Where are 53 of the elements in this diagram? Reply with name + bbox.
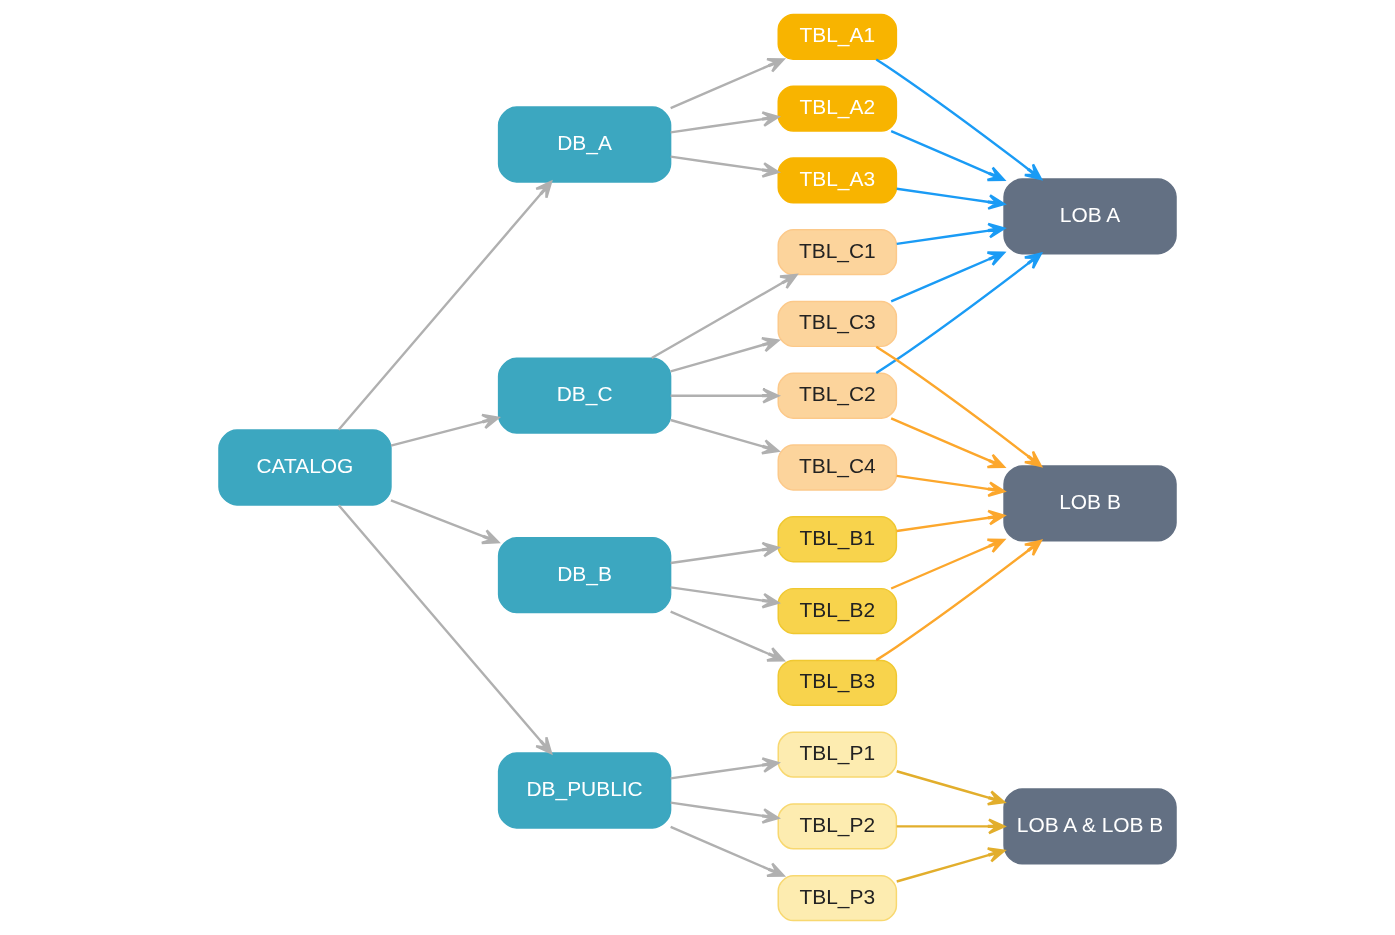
node-box: TBL_A2: [777, 85, 898, 132]
node-box: TBL_P2: [777, 803, 898, 850]
node-box: LOB A: [1003, 178, 1177, 255]
node-box: TBL_C3: [777, 300, 898, 348]
arrow: [890, 251, 1006, 303]
node-box: TBL_P1: [777, 731, 898, 778]
arrow: [896, 770, 1006, 806]
node-box: TBL_B1: [777, 516, 898, 563]
node-box: TBL_A3: [777, 157, 898, 204]
arrow: [896, 222, 1006, 246]
node-box: TBL_P3: [777, 875, 898, 922]
node-box: TBL_B2: [777, 587, 898, 635]
arrow: [337, 504, 553, 755]
arrow: [670, 111, 780, 134]
arrow: [670, 586, 780, 609]
node-box: TBL_C4: [777, 444, 898, 491]
node-box: TBL_C2: [777, 372, 898, 419]
arrow: [651, 273, 798, 360]
arrow: [890, 130, 1006, 182]
arrow: [670, 757, 780, 780]
arrow: [670, 387, 780, 404]
arrow: [890, 417, 1006, 469]
node-box: DB_C: [497, 357, 672, 434]
node-box: LOB A & LOB B: [1003, 788, 1177, 865]
arrow: [337, 180, 553, 431]
arrow: [896, 847, 1006, 883]
arrow: [875, 252, 1042, 374]
arrow: [670, 825, 785, 878]
arrow: [875, 58, 1042, 181]
arrow: [670, 155, 780, 178]
arrow: [670, 337, 780, 373]
arrow: [875, 539, 1042, 662]
arrow: [896, 818, 1006, 835]
arrow: [390, 413, 500, 447]
node-box: TBL_C1: [777, 229, 898, 276]
arrow: [670, 57, 785, 110]
arrow: [896, 509, 1006, 533]
node-box: DB_B: [497, 537, 672, 614]
arrow: [390, 499, 500, 545]
arrow: [670, 418, 780, 455]
arrow: [670, 541, 780, 565]
node-box: TBL_B3: [777, 659, 898, 706]
arrow: [896, 474, 1006, 497]
node-box: DB_A: [497, 106, 672, 183]
node-box: CATALOG: [218, 429, 392, 506]
arrow: [890, 538, 1006, 590]
node-box: LOB B: [1003, 465, 1177, 542]
arrow: [670, 610, 785, 662]
arrow: [896, 187, 1006, 210]
node-box: DB_PUBLIC: [497, 752, 672, 829]
arrow: [670, 801, 780, 824]
node-box: TBL_A1: [777, 13, 898, 60]
arrow: [875, 345, 1042, 468]
